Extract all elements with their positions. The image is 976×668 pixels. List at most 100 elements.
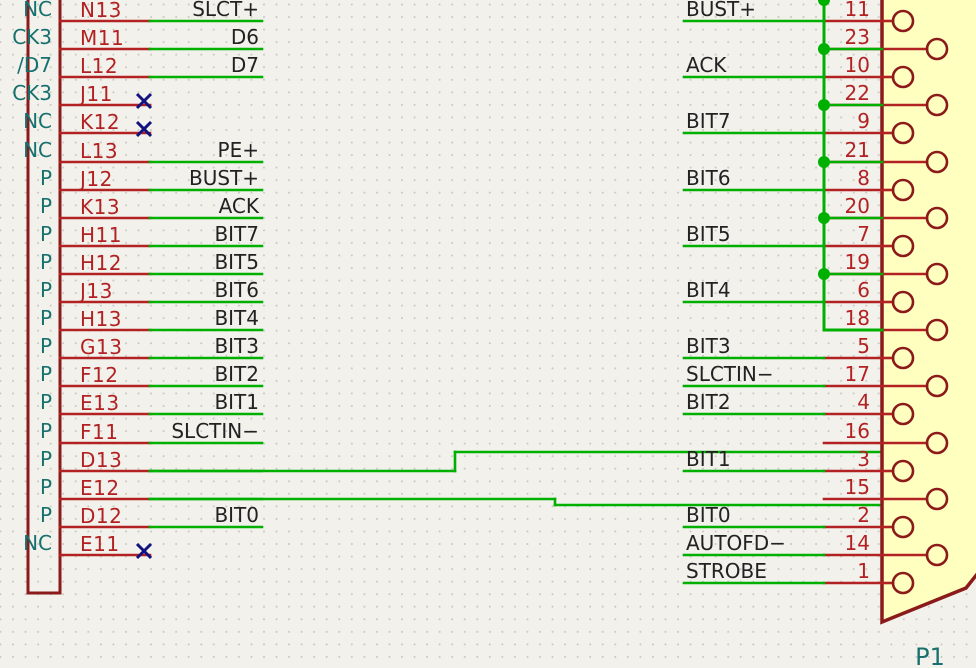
pin-number-E11: E11 <box>80 532 120 556</box>
pin-number-F11: F11 <box>80 420 118 444</box>
net-label-BUST+: BUST+ <box>189 166 259 190</box>
net-label-BIT4: BIT4 <box>214 306 259 330</box>
connector-pin-circle-3[interactable] <box>891 459 915 483</box>
connector-pin-number-4: 4 <box>857 390 870 414</box>
connector-pin-circle-21[interactable] <box>925 150 949 174</box>
connector-pin-number-16: 16 <box>845 419 870 443</box>
pin-name-15: P <box>40 419 52 443</box>
left-ic-body[interactable] <box>26 0 61 595</box>
connector-pin-circle-16[interactable] <box>925 431 949 455</box>
pin-name-4: NC <box>23 109 52 133</box>
no-connect-icon-J11 <box>135 92 153 110</box>
pin-name-7: P <box>40 194 52 218</box>
connector-pin-number-15: 15 <box>845 475 870 499</box>
junction-dot-22 <box>818 99 830 111</box>
connector-pin-circle-7[interactable] <box>891 234 915 258</box>
pin-number-K12: K12 <box>80 110 120 134</box>
connector-net-label-BIT4: BIT4 <box>686 278 731 302</box>
pin-name-9: P <box>40 250 52 274</box>
connector-body-p1[interactable] <box>880 0 976 625</box>
connector-pin-circle-1[interactable] <box>891 571 915 595</box>
connector-pin-number-2: 2 <box>857 503 870 527</box>
connector-pin-circle-17[interactable] <box>925 374 949 398</box>
connector-net-label-ACK: ACK <box>686 53 727 77</box>
connector-pin-number-19: 19 <box>845 250 870 274</box>
pin-number-J12: J12 <box>78 167 113 191</box>
pin-number-M11: M11 <box>80 26 124 50</box>
pin-number-D12: D12 <box>80 504 122 528</box>
connector-pin-number-11: 11 <box>845 0 870 21</box>
pin-name-14: P <box>40 390 52 414</box>
net-label-BIT1: BIT1 <box>214 390 259 414</box>
pin-name-8: P <box>40 222 52 246</box>
pin-name-2: /D7 <box>17 53 52 77</box>
connector-pin-number-20: 20 <box>845 194 870 218</box>
connector-pin-circle-20[interactable] <box>925 206 949 230</box>
pin-number-J13: J13 <box>78 279 113 303</box>
pin-name-18: P <box>40 503 52 527</box>
connector-pin-number-21: 21 <box>845 138 870 162</box>
connector-pin-circle-9[interactable] <box>891 121 915 145</box>
connector-net-label-BIT0: BIT0 <box>686 503 731 527</box>
net-label-SLCT+: SLCT+ <box>192 0 259 21</box>
connector-pin-circle-18[interactable] <box>925 318 949 342</box>
connector-pin-circle-5[interactable] <box>891 346 915 370</box>
pin-name-19: NC <box>23 531 52 555</box>
connector-pin-circle-10[interactable] <box>891 65 915 89</box>
pin-name-1: CK3 <box>12 25 52 49</box>
junction-dot-21 <box>818 156 830 168</box>
connector-pin-number-1: 1 <box>857 559 870 583</box>
pin-name-11: P <box>40 306 52 330</box>
pin-number-N13: N13 <box>80 0 122 22</box>
pin-number-G13: G13 <box>80 335 122 359</box>
pin-number-F12: F12 <box>80 363 118 387</box>
connector-pin-circle-15[interactable] <box>925 487 949 511</box>
connector-pin-circle-2[interactable] <box>891 515 915 539</box>
connector-pin-number-18: 18 <box>845 306 870 330</box>
net-label-BIT0: BIT0 <box>214 503 259 527</box>
net-label-BIT6: BIT6 <box>214 278 259 302</box>
pin-name-16: P <box>40 447 52 471</box>
junction-dot-23 <box>818 43 830 55</box>
pin-number-E12: E12 <box>80 476 120 500</box>
pin-number-D13: D13 <box>80 448 122 472</box>
connector-pin-circle-4[interactable] <box>891 402 915 426</box>
junction-dot-20 <box>818 212 830 224</box>
pin-number-H11: H11 <box>80 223 122 247</box>
pin-name-5: NC <box>23 138 52 162</box>
connector-pin-number-7: 7 <box>857 222 870 246</box>
no-connect-icon-E11 <box>135 542 153 560</box>
connector-pin-circle-23[interactable] <box>925 37 949 61</box>
connector-pin-circle-6[interactable] <box>891 290 915 314</box>
net-label-PE+: PE+ <box>218 138 259 162</box>
connector-pin-circle-14[interactable] <box>925 543 949 567</box>
net-label-BIT5: BIT5 <box>214 250 259 274</box>
connector-pin-number-23: 23 <box>845 25 870 49</box>
net-label-BIT2: BIT2 <box>214 362 259 386</box>
connector-pin-number-17: 17 <box>845 362 870 386</box>
pin-name-6: P <box>40 166 52 190</box>
connector-pin-circle-8[interactable] <box>891 178 915 202</box>
connector-pin-circle-19[interactable] <box>925 262 949 286</box>
pin-number-H12: H12 <box>80 251 122 275</box>
pin-name-0: NC <box>23 0 52 21</box>
connector-pin-number-6: 6 <box>857 278 870 302</box>
connector-pin-circle-11[interactable] <box>891 9 915 33</box>
pin-name-17: P <box>40 475 52 499</box>
pin-name-12: P <box>40 334 52 358</box>
pin-number-J11: J11 <box>78 82 113 106</box>
net-label-SLCTIN−: SLCTIN− <box>171 419 259 443</box>
connector-pin-circle-22[interactable] <box>925 93 949 117</box>
connector-pin-number-3: 3 <box>857 447 870 471</box>
junction-dot-top <box>818 0 830 6</box>
pin-name-3: CK3 <box>12 81 52 105</box>
pin-number-E13: E13 <box>80 391 120 415</box>
pin-number-K13: K13 <box>80 195 120 219</box>
connector-pin-number-8: 8 <box>857 166 870 190</box>
connector-net-label-BIT3: BIT3 <box>686 334 731 358</box>
connector-net-label-BIT7: BIT7 <box>686 109 731 133</box>
connector-net-label-BIT6: BIT6 <box>686 166 731 190</box>
no-connect-icon-K12 <box>135 120 153 138</box>
